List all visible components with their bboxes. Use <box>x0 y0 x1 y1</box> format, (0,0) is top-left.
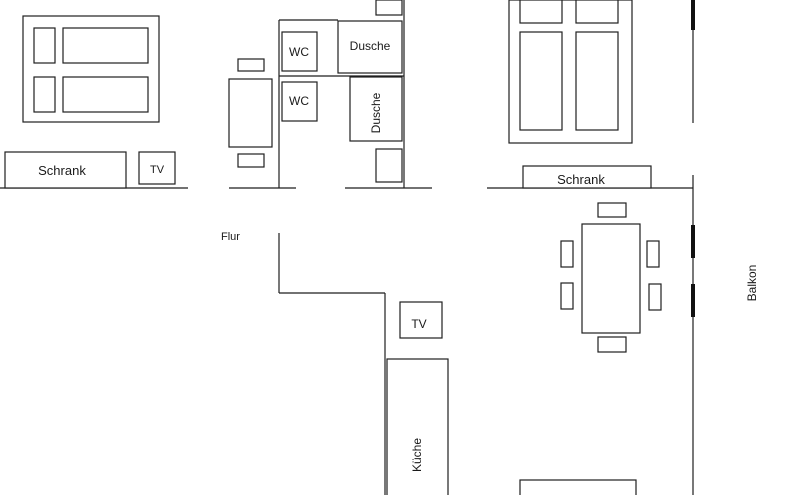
wardrobe-right <box>522 165 652 189</box>
kitchen-label: Küche <box>410 438 424 472</box>
wc-top-label: WC <box>289 45 309 59</box>
cabinet-panel-2 <box>575 0 619 24</box>
kitchen-counter <box>386 358 449 495</box>
wardrobe-left <box>4 151 127 189</box>
dining-area <box>560 202 662 353</box>
dining-nook <box>228 58 296 189</box>
dining-chair-top <box>597 202 627 218</box>
dining-chair-right-1 <box>646 240 660 268</box>
tv-bedroom-label: TV <box>150 164 165 176</box>
wardrobe-left-label: Schrank <box>38 163 86 178</box>
shower-right <box>349 76 403 142</box>
cabinet-panel-4 <box>575 31 619 131</box>
shower-right-label: Dusche <box>369 92 383 133</box>
bed-pillow-bottom <box>33 76 56 113</box>
sofa <box>519 479 637 495</box>
basin-top <box>375 0 403 16</box>
small-table <box>228 78 273 148</box>
tv-living <box>399 301 443 339</box>
hallway-label: Flur <box>221 231 240 243</box>
wardrobe-right-label: Schrank <box>557 172 605 187</box>
bedroom: Schrank TV <box>0 15 188 189</box>
kitchen: TV Küche <box>386 301 637 495</box>
cabinet-room: Schrank <box>487 0 693 189</box>
chair-top <box>237 58 265 72</box>
shower-top-label: Dusche <box>350 39 391 53</box>
tv-bedroom <box>138 151 176 185</box>
dining-chair-left-1 <box>560 240 574 268</box>
hallway: Flur <box>221 231 386 495</box>
wc-bottom-label: WC <box>289 94 309 108</box>
chair-bottom <box>237 153 265 168</box>
wc-bottom <box>281 81 318 122</box>
balcony-label: Balkon <box>745 265 759 302</box>
dining-table <box>581 223 641 334</box>
bed-pillow-top <box>33 27 56 64</box>
dining-chair-bottom <box>597 336 627 353</box>
cabinet-panel-1 <box>519 0 563 24</box>
exterior-wall: Balkon <box>691 0 759 495</box>
tv-living-label: TV <box>411 317 426 331</box>
wc-top <box>281 31 318 72</box>
bed-blanket-bottom <box>62 76 149 113</box>
shower-top <box>337 20 403 74</box>
basin-bottom <box>375 148 403 183</box>
dining-chair-right-2 <box>648 283 662 311</box>
bathroom: WC WC Dusche Dusche <box>278 0 432 189</box>
dining-chair-left-2 <box>560 282 574 310</box>
cabinet-panel-3 <box>519 31 563 131</box>
bed-blanket-top <box>62 27 149 64</box>
